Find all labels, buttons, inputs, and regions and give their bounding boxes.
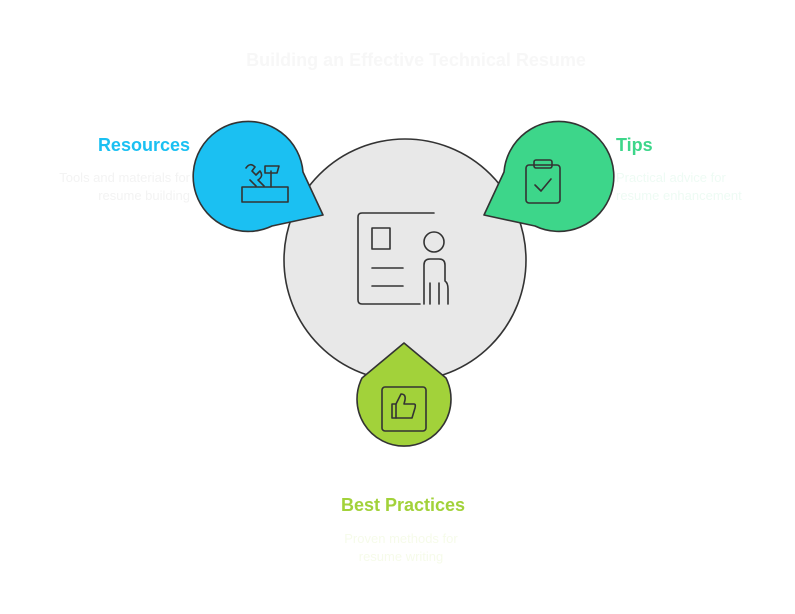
tips-description-line: Practical advice for: [616, 170, 726, 185]
tools-icon: [241, 163, 289, 203]
resources-description: Tools and materials for resume building: [0, 169, 190, 205]
diagram-title: Building an Effective Technical Resume: [246, 50, 586, 70]
tips-label: Tips: [616, 135, 653, 155]
resources-node: [192, 120, 324, 233]
resources-description-line: resume building: [98, 188, 190, 203]
tips-description: Practical advice for resume enhancement: [616, 169, 786, 205]
best-practices-description-line: Proven methods for: [344, 531, 458, 546]
tips-description-line: resume enhancement: [616, 188, 742, 203]
best-practices-node: [356, 342, 452, 447]
clipboard-check-icon: [525, 159, 561, 204]
tips-node: [483, 120, 615, 233]
resources-label: Resources: [97, 135, 190, 155]
best-practices-description: Proven methods for resume writing: [0, 530, 795, 566]
resources-description-line: Tools and materials for: [59, 170, 190, 185]
resume-profile-icon: [357, 212, 449, 305]
best-practices-description-line: resume writing: [358, 549, 444, 564]
best-practices-label: Best Practices: [340, 495, 466, 515]
thumbs-up-icon: [381, 386, 427, 432]
